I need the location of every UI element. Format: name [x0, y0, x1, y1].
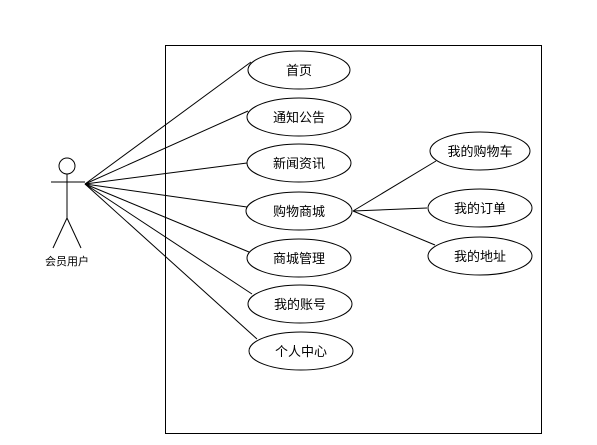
association-news [84, 162, 248, 185]
use-case-personal-center-ellipse [248, 331, 354, 371]
association-shop [84, 183, 248, 208]
actor-right-leg [66, 217, 82, 249]
use-case-notice: 通知公告 [246, 97, 352, 137]
use-case-address: 我的地址 [427, 236, 533, 276]
association-personal-center [84, 183, 258, 340]
association-home [84, 61, 252, 185]
actor-left-leg [52, 217, 68, 249]
use-case-account-ellipse [247, 284, 353, 324]
actor-head [58, 157, 76, 175]
use-case-personal-center-label: 个人中心 [275, 345, 327, 360]
use-case-home-ellipse [247, 50, 351, 90]
use-case-shop-manage-ellipse [246, 238, 352, 278]
use-case-notice-ellipse [246, 97, 352, 137]
association-notice [84, 110, 249, 185]
use-case-cart-label: 我的购物车 [447, 144, 512, 160]
use-case-orders-ellipse [427, 188, 533, 228]
association-account [84, 183, 253, 295]
association-cart [352, 160, 437, 212]
system-boundary [165, 45, 542, 434]
association-shop-manage [84, 183, 250, 253]
use-case-home-label: 首页 [286, 64, 312, 79]
use-case-account: 我的账号 [247, 284, 353, 324]
use-case-account-label: 我的账号 [274, 297, 326, 313]
actor-associations [84, 61, 258, 340]
use-case-news: 新闻资讯 [246, 143, 352, 183]
use-case-address-ellipse [427, 236, 533, 276]
use-case-cart-ellipse [429, 131, 531, 171]
use-case-notice-label: 通知公告 [273, 110, 325, 126]
association-orders [352, 207, 428, 212]
use-case-shop-manage-label: 商城管理 [273, 252, 325, 267]
actor-label: 会员用户 [45, 254, 89, 268]
use-case-orders: 我的订单 [427, 188, 533, 228]
use-case-home: 首页 [247, 50, 351, 90]
use-case-address-label: 我的地址 [454, 249, 506, 265]
actor-member-user: 会员用户 [45, 157, 89, 268]
use-case-personal-center: 个人中心 [248, 331, 354, 371]
shop-associations [352, 160, 437, 246]
use-case-shop-ellipse [245, 191, 353, 231]
use-case-cart: 我的购物车 [429, 131, 531, 171]
use-case-news-label: 新闻资讯 [273, 156, 325, 172]
use-case-shop-manage: 商城管理 [246, 238, 352, 278]
use-case-news-ellipse [246, 143, 352, 183]
use-case-orders-label: 我的订单 [454, 201, 506, 217]
use-case-shop-label: 购物商城 [273, 204, 325, 220]
association-address [352, 210, 436, 246]
use-case-shop: 购物商城 [245, 191, 353, 231]
